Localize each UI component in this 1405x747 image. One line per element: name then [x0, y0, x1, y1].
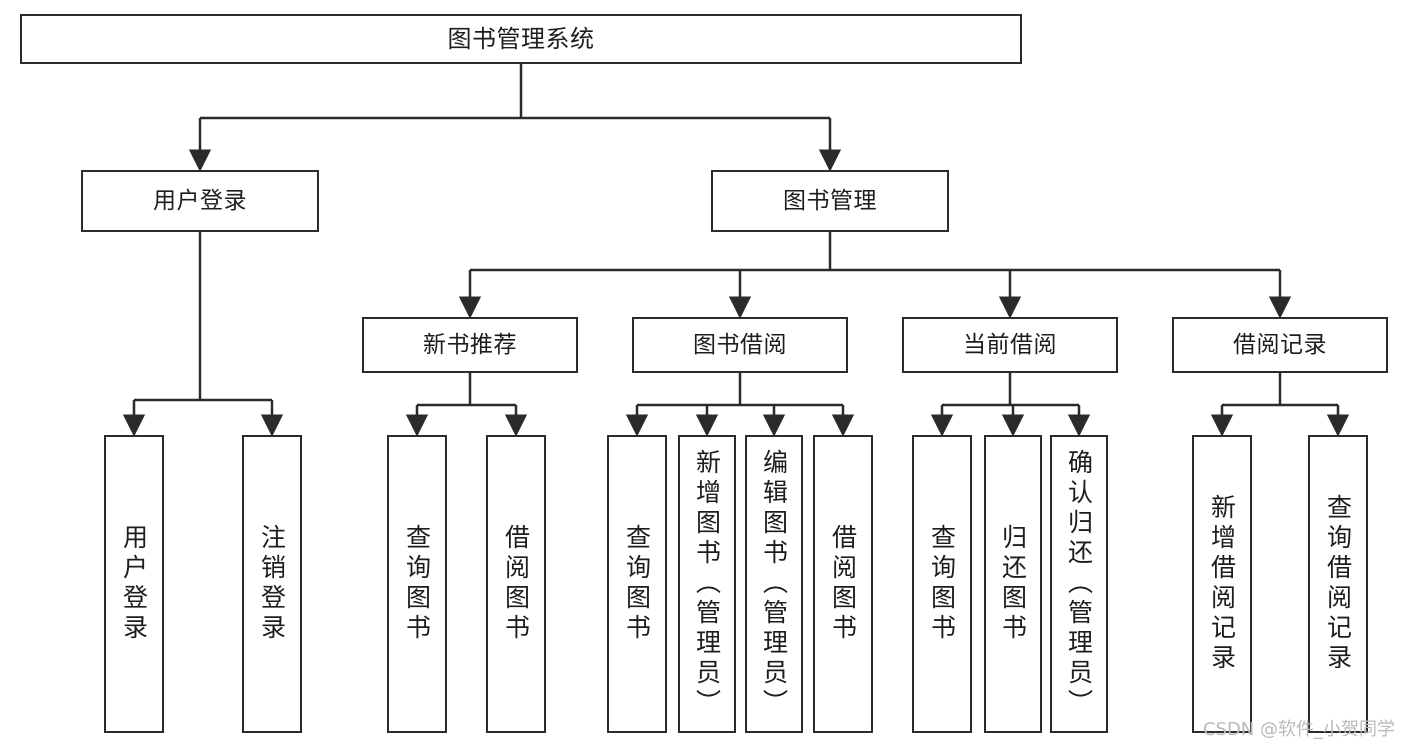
connector-bus-book-borrow: [637, 373, 843, 407]
node-leaf-add-book-admin-label: 新增图书（管理员）: [692, 449, 722, 719]
connector-bus-new-book-recommend: [417, 373, 516, 407]
node-leaf-confirm-return-admin-label: 确认归还（管理员）: [1064, 449, 1094, 719]
node-leaf-return-book[interactable]: 归还图书: [984, 435, 1042, 733]
node-leaf-user-login-label: 用户登录: [119, 524, 149, 644]
node-leaf-edit-book-admin-label: 编辑图书（管理员）: [759, 449, 789, 719]
node-leaf-borrow-book[interactable]: 借阅图书: [813, 435, 873, 733]
node-current-borrow-label: 当前借阅: [963, 331, 1057, 358]
node-leaf-add-borrow-record[interactable]: 新增借阅记录: [1192, 435, 1252, 733]
node-leaf-return-book-label: 归还图书: [998, 524, 1028, 644]
node-book-borrow-label: 图书借阅: [693, 331, 787, 358]
node-new-book-recommend[interactable]: 新书推荐: [362, 317, 578, 373]
node-leaf-user-login[interactable]: 用户登录: [104, 435, 164, 733]
node-leaf-query-borrow-record-label: 查询借阅记录: [1323, 494, 1353, 674]
node-borrow-record-label: 借阅记录: [1233, 331, 1327, 358]
node-leaf-query-book-cur-label: 查询图书: [927, 524, 957, 644]
node-new-book-recommend-label: 新书推荐: [423, 331, 517, 358]
node-user-login-label: 用户登录: [153, 187, 247, 214]
node-leaf-query-book-borrow-label: 查询图书: [622, 524, 652, 644]
node-leaf-query-borrow-record[interactable]: 查询借阅记录: [1308, 435, 1368, 733]
node-leaf-user-logout[interactable]: 注销登录: [242, 435, 302, 733]
connector-bus-root: [200, 64, 830, 120]
node-leaf-borrow-book-rec[interactable]: 借阅图书: [486, 435, 546, 733]
connector-bus-borrow-record: [1222, 373, 1338, 407]
node-borrow-record[interactable]: 借阅记录: [1172, 317, 1388, 373]
node-leaf-add-borrow-record-label: 新增借阅记录: [1207, 494, 1237, 674]
node-leaf-query-book-cur[interactable]: 查询图书: [912, 435, 972, 733]
node-leaf-query-book-rec[interactable]: 查询图书: [387, 435, 447, 733]
node-leaf-borrow-book-label: 借阅图书: [828, 524, 858, 644]
node-root[interactable]: 图书管理系统: [20, 14, 1022, 64]
watermark: CSDN @软件_小贺同学: [1202, 719, 1395, 740]
node-book-manage[interactable]: 图书管理: [711, 170, 949, 232]
node-leaf-user-logout-label: 注销登录: [257, 524, 287, 644]
connector-bus-user-login: [134, 232, 272, 402]
node-current-borrow[interactable]: 当前借阅: [902, 317, 1118, 373]
node-root-label: 图书管理系统: [447, 25, 595, 53]
connector-bus-book-manage: [470, 232, 1280, 272]
node-leaf-confirm-return-admin[interactable]: 确认归还（管理员）: [1050, 435, 1108, 733]
node-user-login[interactable]: 用户登录: [81, 170, 319, 232]
node-book-borrow[interactable]: 图书借阅: [632, 317, 848, 373]
node-leaf-query-book-borrow[interactable]: 查询图书: [607, 435, 667, 733]
node-book-manage-label: 图书管理: [783, 187, 877, 214]
node-leaf-edit-book-admin[interactable]: 编辑图书（管理员）: [745, 435, 803, 733]
node-leaf-borrow-book-rec-label: 借阅图书: [501, 524, 531, 644]
node-leaf-query-book-rec-label: 查询图书: [402, 524, 432, 644]
node-leaf-add-book-admin[interactable]: 新增图书（管理员）: [678, 435, 736, 733]
connector-bus-current-borrow: [942, 373, 1079, 407]
